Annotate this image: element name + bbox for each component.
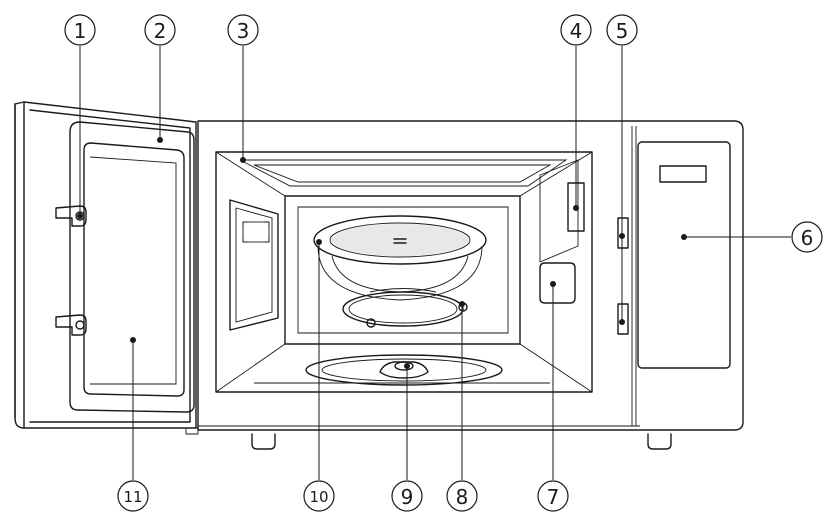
callout-10: 10: [303, 480, 335, 512]
cabinet: [185, 120, 744, 450]
callout-9: 9: [391, 480, 423, 512]
callout-1-label: 1: [74, 19, 87, 43]
callout-4: 4: [560, 14, 592, 46]
door-latch-lower: [55, 314, 87, 336]
callout-11: 11: [117, 480, 149, 512]
control-panel: [637, 141, 731, 369]
callout-8: 8: [446, 480, 478, 512]
coupler: [305, 354, 503, 386]
callout-3-label: 3: [237, 19, 250, 43]
callout-7: 7: [537, 480, 569, 512]
right-wall-vent: [539, 159, 585, 263]
callout-6: 6: [791, 221, 823, 253]
callout-4-label: 4: [570, 19, 583, 43]
left-wall-vent: [229, 199, 279, 331]
callout-8-label: 8: [456, 485, 469, 509]
waveguide-cover: [539, 262, 576, 304]
callout-10-label: 10: [309, 488, 328, 506]
callout-5-label: 5: [616, 19, 629, 43]
callout-2-label: 2: [154, 19, 167, 43]
door-safety-lock-holes: [617, 126, 637, 426]
callout-3: 3: [227, 14, 259, 46]
callout-1: 1: [64, 14, 96, 46]
callout-5: 5: [606, 14, 638, 46]
callout-2: 2: [144, 14, 176, 46]
oven-cavity: [215, 151, 593, 393]
door: [14, 101, 197, 429]
roller-ring: [342, 288, 468, 328]
leader-lines: [79, 46, 791, 480]
glass-tray: [313, 215, 487, 301]
leader-dots: [77, 137, 687, 369]
callout-9-label: 9: [401, 485, 414, 509]
callout-11-label: 11: [123, 488, 142, 506]
callout-7-label: 7: [547, 485, 560, 509]
callout-6-label: 6: [801, 226, 814, 250]
